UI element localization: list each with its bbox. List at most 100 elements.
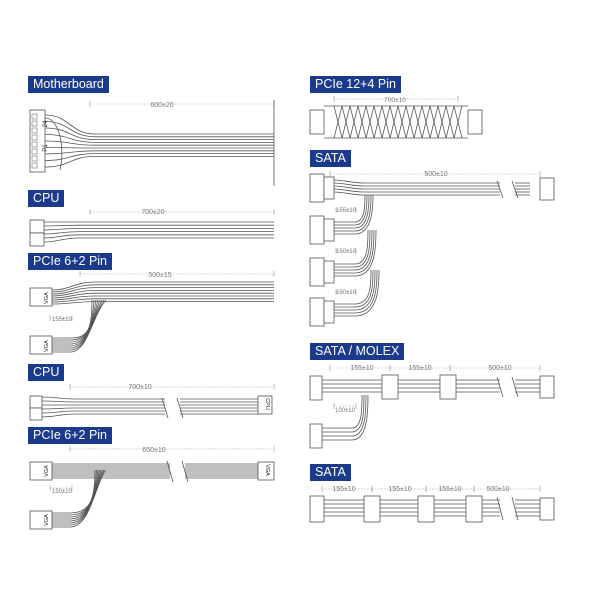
pcie2-connector-a [29,461,53,481]
sata1-branch-label-2: 150±10 [336,249,357,255]
connector-pin [31,148,38,155]
connector-pin [31,141,38,148]
pcie1-branch-wire [52,299,95,341]
pcie2-vga-tag-b: VGA [44,514,50,526]
pcie1-vga-tag-b: VGA [44,340,50,352]
pcie2-break [166,460,174,483]
pcie2-branch-label: 150±10 [52,489,73,495]
pcie1-wire [51,290,274,297]
sata2-connector-3 [417,495,435,523]
pcie2-end-connector [257,461,275,481]
pcie124-sleeve [365,105,375,139]
cpu1-title: CPU [28,190,65,207]
satamolex-branch-label: 100±10 [335,408,356,414]
sata1-wire [333,188,500,193]
satamolex-branch-wire [322,394,365,433]
sata1-branch-wire [334,269,374,308]
cpu2-wire [41,407,165,410]
connector-pin [31,113,38,120]
sata1-branch-wire [334,194,366,223]
pcie124-sleeve [453,105,463,139]
pcie1-vga-tag-a: VGA [44,292,50,304]
motherboard-length-label: 600±20 [150,102,173,109]
motherboard-wire [44,134,274,143]
satamolex-molex-b [309,423,323,449]
pcie1-wire [51,301,274,305]
motherboard-pin-top-label: 24 [43,120,49,127]
satamolex-branch-wire [322,394,369,441]
satamolex-branch-wire [322,394,367,437]
sata1-connector-4 [309,297,325,327]
sata1-end-connector [539,177,555,201]
motherboard-wire [44,140,274,146]
satamolex-break [511,376,519,398]
sata1-connector-body-1 [323,176,335,200]
motherboard-wire [44,150,274,155]
connector-pin [31,134,38,141]
sata1-title: SATA [310,150,351,167]
cpu2-wire [41,396,165,400]
sata1-connector-body-3 [323,260,335,284]
cpu1-wire [43,234,274,239]
sata1-connector-2 [309,215,325,245]
cpu2-connector-a [29,395,43,409]
pcie124-sleeve [445,105,455,139]
sata2-connector-1 [309,495,325,523]
pcie124-sleeve [373,105,383,139]
cpu2-break [176,397,184,419]
pcie1-wire [51,284,274,293]
sata2-connector-4 [465,495,483,523]
sata1-branch-wire [334,229,371,268]
pcie124-sleeve [437,105,447,139]
sata2-connector-2 [363,495,381,523]
pcie1-title: PCIe 6+2 Pin [28,253,113,270]
sata2-length-label-3: 155±10 [438,486,461,493]
satamolex-sata-connector-1 [381,374,399,400]
pcie2-connector-b [29,510,53,530]
pcie124-sleeve [429,105,439,139]
sata2-break [496,496,504,521]
sata1-wire [333,185,500,190]
pcie2-break [181,460,189,483]
sata2-break [511,496,519,521]
cpu2-break [161,397,169,419]
pcie2-length-label: 650±10 [142,447,165,454]
pcie124-sleeve [357,105,367,139]
cpu1-wire [43,228,274,231]
satamolex-sata-connector-2 [439,374,457,400]
satamolex-title: SATA / MOLEX [310,343,405,360]
satamolex-branch-wire [322,394,363,429]
pcie1-branch-wire [52,299,107,353]
pcie124-sleeve [349,105,359,139]
pcie1-branch-wire [52,299,93,339]
sata1-wire [333,179,500,184]
cpu1-length-label: 700±20 [141,209,164,216]
connector-pin [31,155,38,162]
pcie124-sleeve [341,105,351,139]
pcie1-connector-a [29,287,53,307]
sata1-branch-wire [334,194,368,226]
sata1-branch-wire [334,269,380,317]
sata1-wire [333,191,500,196]
satamolex-break [496,376,504,398]
pcie1-wire [51,295,274,301]
motherboard-pin-bottom-label: P1 [43,144,49,152]
motherboard-wire [44,147,274,149]
pcie124-title: PCIe 12+4 Pin [310,76,401,93]
cable-drawings [29,96,555,530]
sata1-break [496,180,504,199]
sata1-branch-label-3: 150±10 [336,290,357,296]
cpu2-wire [41,413,165,418]
cpu2-wire [41,410,165,414]
motherboard-24pin-connector [29,109,46,173]
motherboard-wire [44,114,274,135]
motherboard-wire [44,117,63,171]
cpu1-connector-b [29,232,45,247]
satamolex-length-label-1: 155±10 [350,365,373,372]
pcie1-branch-wire [52,299,99,345]
sata1-branch-wire [334,269,376,311]
sata1-branch-wire [334,229,373,271]
satamolex-end-connector [539,375,555,399]
motherboard-wire [44,156,274,168]
satamolex-molex-a [309,375,323,401]
